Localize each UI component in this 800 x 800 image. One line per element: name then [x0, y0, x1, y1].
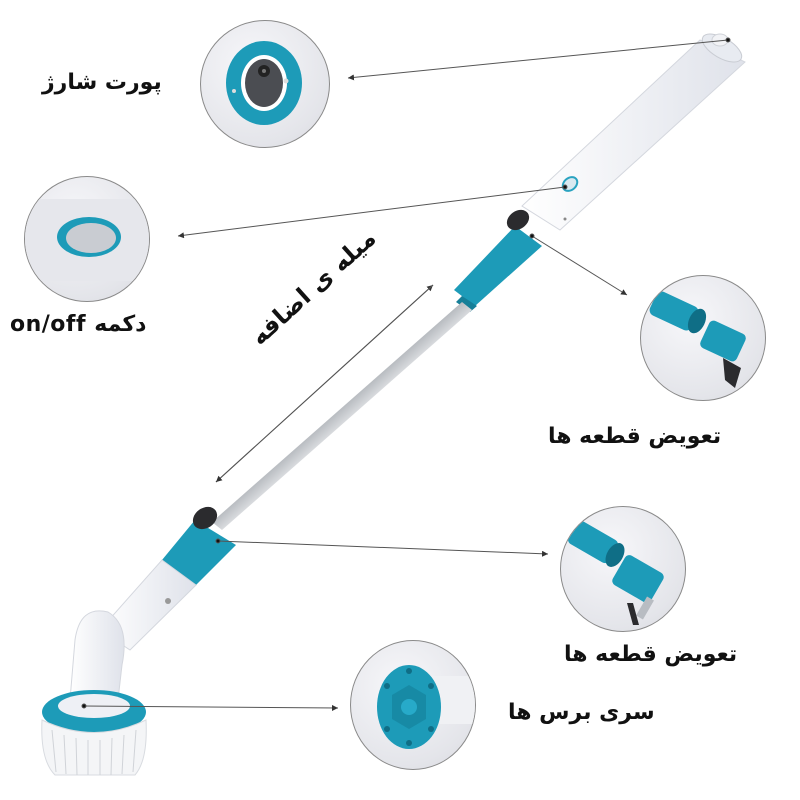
charge-port-icon — [226, 41, 302, 125]
brush-connector-icon — [377, 665, 475, 749]
callout-charge-port — [200, 20, 330, 148]
callout-power-button — [24, 176, 150, 302]
brush-head — [41, 610, 147, 776]
label-brush-heads: سری برس ها — [508, 700, 655, 725]
leader-brush-heads — [83, 704, 339, 711]
leader-replace-bottom — [217, 540, 549, 557]
extension-rod — [212, 302, 472, 530]
callout-replace-parts-bottom — [560, 506, 686, 632]
collar-lower — [162, 506, 236, 585]
label-replace-parts-top: تعویض قطعه ها — [548, 424, 722, 449]
connector-parts-icon — [567, 520, 664, 625]
shaft-lower — [99, 559, 197, 651]
power-button-icon — [25, 199, 149, 281]
leader-power-button — [177, 186, 566, 239]
callout-brush-heads — [350, 640, 476, 770]
collar-upper — [454, 209, 542, 312]
label-charge-port: پورت شارژ — [42, 70, 162, 95]
label-replace-parts-bottom: تعویض قطعه ها — [564, 642, 738, 667]
leader-replace-top — [531, 235, 628, 296]
leader-lines — [81, 37, 731, 711]
leader-charge-port — [347, 39, 729, 81]
handle-upper — [521, 33, 746, 231]
label-power-button: on/off دکمه — [10, 312, 147, 337]
callout-replace-parts-top — [640, 275, 766, 401]
connector-parts-icon — [649, 291, 746, 388]
